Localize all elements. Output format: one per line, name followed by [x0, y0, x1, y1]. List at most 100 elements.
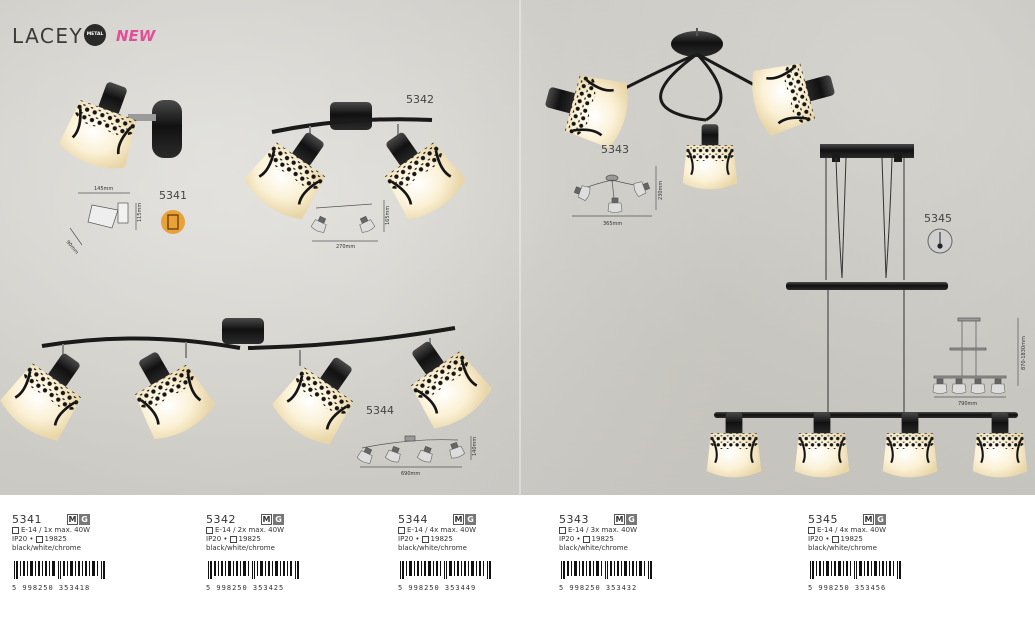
g-badge: G [465, 513, 476, 525]
g-badge: G [273, 513, 284, 525]
barcode-number: 5 998250 353456 [808, 584, 887, 592]
dim-5341-height: 115mm [137, 203, 143, 222]
product-code: 5341 [12, 512, 42, 526]
spec-text: E-14 / 3x max. 40W [568, 526, 638, 534]
class-text: 19825 [430, 535, 453, 543]
ip-text: IP20 • [12, 535, 34, 543]
photo-label-5342: 5342 [406, 93, 434, 106]
class-icon [831, 536, 839, 543]
ip-text: IP20 • [206, 535, 228, 543]
socket-icon [206, 527, 213, 534]
class-icon [421, 536, 429, 543]
ip-text: IP20 • [559, 535, 581, 543]
dim-5344-height: 140mm [472, 437, 478, 456]
barcode-number: 5 998250 353418 [12, 584, 91, 592]
drawing-5344 [355, 435, 472, 468]
ip-text: IP20 • [398, 535, 420, 543]
lamp-5343 [537, 28, 843, 191]
color-text: black/white/chrome [398, 544, 467, 552]
barcode-number: 5 998250 353425 [206, 584, 285, 592]
lamp-5345 [705, 144, 1029, 479]
color-text: black/white/chrome [206, 544, 275, 552]
barcode [561, 561, 652, 579]
bulb-icon [161, 210, 185, 234]
color-text: black/white/chrome [808, 544, 877, 552]
class-icon [35, 536, 43, 543]
spec-text: E-14 / 4x max. 40W [407, 526, 477, 534]
photo-label-5345: 5345 [924, 212, 952, 225]
barcode-number: 5 998250 353449 [398, 584, 477, 592]
product-illustrations: 145mm 115mm 90mm 5341 5342 [0, 28, 1029, 479]
class-text: 19825 [44, 535, 67, 543]
g-badge: G [79, 513, 90, 525]
class-text: 19825 [840, 535, 863, 543]
pendant-icon [927, 228, 953, 254]
drawing-5342 [309, 200, 385, 242]
color-text: black/white/chrome [12, 544, 81, 552]
socket-icon [12, 527, 19, 534]
class-icon [582, 536, 590, 543]
drawing-5345 [932, 317, 1019, 398]
spec-text: E-14 / 2x max. 40W [215, 526, 285, 534]
photo-label-5341: 5341 [159, 189, 187, 202]
photo-label-5343: 5343 [601, 143, 629, 156]
class-text: 19825 [238, 535, 261, 543]
dim-5343-width: 365mm [603, 221, 622, 227]
g-badge: G [875, 513, 886, 525]
class-icon [229, 536, 237, 543]
lamp-5344 [0, 318, 498, 453]
barcode-number: 5 998250 353432 [559, 584, 638, 592]
socket-icon [559, 527, 566, 534]
m-badge: M [863, 513, 874, 525]
drawing-5343 [572, 166, 657, 217]
socket-icon [808, 527, 815, 534]
dim-5341-depth: 90mm [64, 239, 79, 255]
lamp-5342 [238, 102, 472, 228]
dim-5342-height: 165mm [385, 206, 391, 225]
barcode [400, 561, 491, 579]
product-code: 5343 [559, 512, 589, 526]
series-title: LACEY [12, 24, 84, 48]
finish-badge: METAL BLACK [84, 24, 106, 46]
socket-icon [398, 527, 405, 534]
product-code: 5345 [808, 512, 838, 526]
new-badge: NEW [116, 27, 156, 45]
m-badge: M [453, 513, 464, 525]
dim-5345-width: 790mm [958, 401, 977, 407]
m-badge: M [261, 513, 272, 525]
dim-5344-width: 690mm [401, 471, 420, 477]
product-code: 5342 [206, 512, 236, 526]
photo-label-5344: 5344 [366, 404, 394, 417]
spec-text: E-14 / 1x max. 40W [21, 526, 91, 534]
product-code: 5344 [398, 512, 428, 526]
dim-5345-height: 870-1830mm [1021, 336, 1027, 370]
barcode [208, 561, 299, 579]
spec-text: E-14 / 4x max. 40W [817, 526, 887, 534]
m-badge: M [614, 513, 625, 525]
product-photo-area: 145mm 115mm 90mm 5341 5342 [0, 0, 1035, 495]
class-text: 19825 [591, 535, 614, 543]
ip-text: IP20 • [808, 535, 830, 543]
barcode [810, 561, 901, 579]
dim-5342-width: 270mm [336, 244, 355, 250]
dim-5341-width: 145mm [94, 186, 113, 192]
m-badge: M [67, 513, 78, 525]
page-fold [519, 0, 521, 495]
g-badge: G [626, 513, 637, 525]
barcode [14, 561, 105, 579]
drawing-5341 [69, 192, 137, 246]
color-text: black/white/chrome [559, 544, 628, 552]
dim-5343-height: 230mm [658, 181, 664, 200]
lamp-5341 [54, 71, 182, 177]
